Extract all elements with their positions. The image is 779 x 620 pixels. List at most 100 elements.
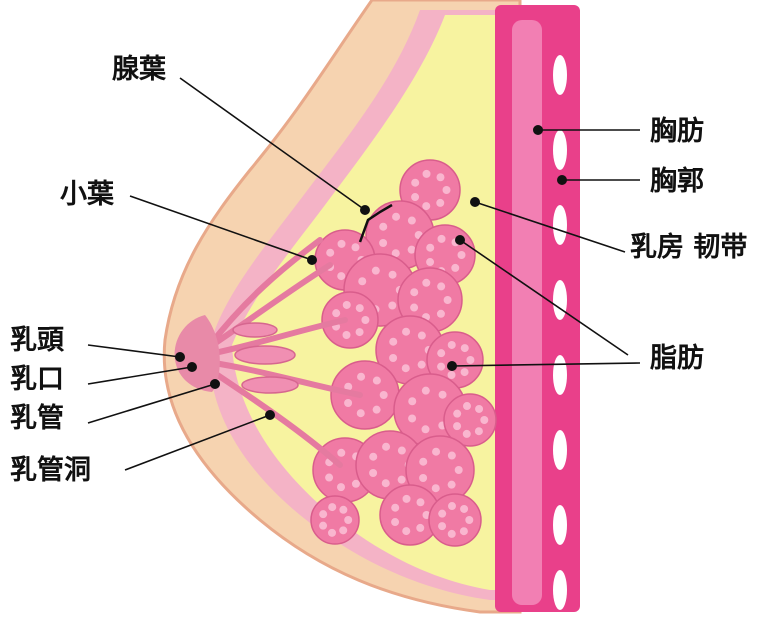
leader-dot bbox=[455, 235, 465, 245]
lobule-acinus bbox=[343, 301, 351, 309]
leader-dot bbox=[533, 125, 543, 135]
lobule-acinus bbox=[373, 406, 381, 414]
lobule-acinus bbox=[426, 258, 434, 266]
leader-dot bbox=[470, 197, 480, 207]
lobule-acinus bbox=[453, 410, 461, 418]
lobule-acinus bbox=[391, 504, 399, 512]
rib bbox=[553, 280, 567, 320]
lobule-acinus bbox=[388, 302, 396, 310]
lobule-acinus bbox=[403, 495, 411, 503]
lobule-acinus bbox=[392, 213, 400, 221]
lobule-acinus bbox=[448, 341, 456, 349]
lobule-acinus bbox=[351, 243, 359, 251]
lobule-acinus bbox=[436, 173, 444, 181]
lobule-acinus bbox=[444, 296, 452, 304]
label-gland-lobe: 腺葉 bbox=[112, 56, 166, 83]
lobule-acinus bbox=[438, 235, 446, 243]
lobule-acinus bbox=[448, 530, 456, 538]
lobule-acinus bbox=[343, 331, 351, 339]
lobule-acinus bbox=[448, 452, 456, 460]
duct-sinus bbox=[242, 377, 298, 393]
lobule-acinus bbox=[437, 363, 445, 371]
lobule-acinus bbox=[418, 361, 426, 369]
lobule-acinus bbox=[402, 328, 410, 336]
lobule-acinus bbox=[438, 522, 446, 530]
lobule-acinus bbox=[480, 416, 488, 424]
lobule-acinus bbox=[463, 402, 471, 410]
label-chest-wall: 胸郭 bbox=[650, 168, 704, 195]
lobule-acinus bbox=[458, 251, 466, 259]
lobule-acinus bbox=[416, 524, 424, 532]
lobule-acinus bbox=[391, 518, 399, 526]
lobule-acinus bbox=[453, 422, 461, 430]
lobule-acinus bbox=[422, 425, 430, 433]
lobule-acinus bbox=[437, 282, 445, 290]
lobule-cluster bbox=[331, 361, 399, 429]
lobule-acinus bbox=[319, 522, 327, 530]
rib bbox=[553, 430, 567, 470]
lobule-acinus bbox=[426, 244, 434, 252]
lobule-acinus bbox=[432, 448, 440, 456]
lobule-acinus bbox=[411, 179, 419, 187]
lobule-acinus bbox=[408, 414, 416, 422]
lobule-acinus bbox=[410, 288, 418, 296]
rib bbox=[553, 205, 567, 245]
lobule-acinus bbox=[448, 481, 456, 489]
leader-dot bbox=[360, 205, 370, 215]
lobule-acinus bbox=[382, 443, 390, 451]
lobule-acinus bbox=[389, 271, 397, 279]
lobule-acinus bbox=[328, 529, 336, 537]
lobule-acinus bbox=[475, 427, 483, 435]
lobule-acinus bbox=[422, 202, 430, 210]
lobule-acinus bbox=[475, 405, 483, 413]
lobule-acinus bbox=[379, 223, 387, 231]
leader-dot bbox=[265, 410, 275, 420]
lobule-acinus bbox=[432, 484, 440, 492]
label-duct-sinus: 乳管洞 bbox=[10, 457, 91, 484]
lobule-acinus bbox=[344, 516, 352, 524]
label-milk-duct: 乳管 bbox=[10, 405, 64, 432]
label-pectoral-muscle: 胸肪 bbox=[650, 118, 704, 145]
label-nipple: 乳頭 bbox=[10, 327, 64, 354]
lobule-acinus bbox=[337, 449, 345, 457]
lobule-acinus bbox=[451, 264, 459, 272]
leader-dot bbox=[557, 175, 567, 185]
duct-sinus bbox=[235, 346, 295, 364]
lobule-acinus bbox=[419, 458, 427, 466]
lobule-acinus bbox=[418, 332, 426, 340]
lobule-acinus bbox=[408, 217, 416, 225]
lobule-acinus bbox=[382, 479, 390, 487]
leader-dot bbox=[175, 352, 185, 362]
lobule-acinus bbox=[339, 506, 347, 514]
lobule-acinus bbox=[437, 310, 445, 318]
label-lobule: 小葉 bbox=[60, 181, 114, 208]
lobule-acinus bbox=[356, 328, 364, 336]
lobule-acinus bbox=[463, 430, 471, 438]
rib bbox=[553, 355, 567, 395]
lobule-acinus bbox=[319, 510, 327, 518]
lobule-acinus bbox=[439, 391, 447, 399]
lobule-acinus bbox=[389, 354, 397, 362]
lobule-acinus bbox=[389, 338, 397, 346]
lobule-acinus bbox=[344, 399, 352, 407]
lobule-acinus bbox=[410, 304, 418, 312]
lobule-acinus bbox=[461, 368, 469, 376]
lobule-acinus bbox=[326, 249, 334, 257]
label-nipple-opening: 乳口 bbox=[10, 366, 64, 393]
lobule-acinus bbox=[422, 387, 430, 395]
lobule-acinus bbox=[361, 316, 369, 324]
label-suspensory-ligament: 乳房 韧带 bbox=[630, 234, 747, 261]
lobule-acinus bbox=[369, 453, 377, 461]
lobule-acinus bbox=[448, 502, 456, 510]
rib bbox=[553, 55, 567, 95]
lobule-acinus bbox=[380, 391, 388, 399]
lobule-acinus bbox=[325, 474, 333, 482]
lobule-acinus bbox=[337, 272, 345, 280]
rib bbox=[553, 570, 567, 610]
muscle-inner-stripe bbox=[512, 20, 542, 605]
label-fat: 脂肪 bbox=[650, 345, 704, 372]
lobule-acinus bbox=[372, 267, 380, 275]
lobule-acinus bbox=[352, 480, 360, 488]
